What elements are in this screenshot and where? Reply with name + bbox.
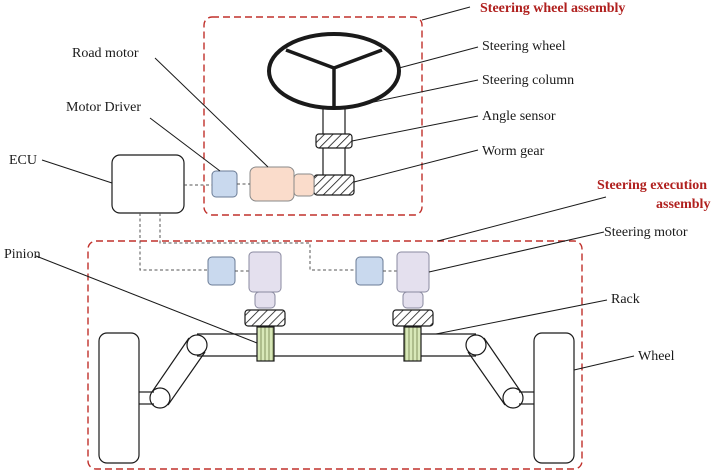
steering-wheel	[267, 32, 401, 110]
motor-driver-right	[355, 256, 384, 286]
label-steering-execution-line1: Steering execution	[597, 178, 707, 193]
label-steering-execution-line2: assembly	[656, 197, 710, 212]
leader-rack	[435, 299, 608, 335]
label-rack: Rack	[611, 292, 640, 307]
label-steering-wheel: Steering wheel	[482, 39, 566, 54]
right-linkage	[465, 334, 535, 409]
label-steering-column: Steering column	[482, 73, 574, 88]
worm-gear-left	[244, 309, 286, 327]
steering-wheel-assembly-box	[203, 16, 423, 216]
leader-steering-wheel-assembly	[421, 6, 471, 21]
pinion-left	[256, 326, 275, 362]
steering-motor-right	[396, 251, 430, 293]
leader-steering-wheel	[398, 46, 479, 69]
road-motor-shaft-housing	[293, 173, 315, 197]
leader-angle-sensor	[351, 115, 479, 142]
leader-steering-execution	[437, 196, 607, 242]
steering-motor-right-neck	[402, 291, 424, 309]
rack-bar	[197, 333, 476, 357]
steering-motor-left-neck	[254, 291, 276, 309]
label-angle-sensor: Angle sensor	[482, 109, 556, 124]
motor-driver-upper	[211, 170, 238, 198]
leader-ecu	[41, 159, 113, 184]
label-wheel: Wheel	[638, 349, 675, 364]
steering-motor-left	[248, 251, 282, 293]
leader-road-motor	[154, 57, 269, 168]
label-steering-wheel-assembly: Steering wheel assembly	[480, 1, 625, 16]
motor-driver-left	[207, 256, 236, 286]
label-pinion: Pinion	[4, 247, 41, 262]
pinion-right	[403, 326, 422, 362]
label-steering-motor: Steering motor	[604, 225, 688, 240]
ecu-box	[111, 154, 185, 214]
ecu-to-right-driver-signal	[159, 213, 356, 271]
leader-worm-gear	[353, 149, 479, 183]
leader-motor-driver	[149, 117, 221, 172]
leader-wheel	[573, 355, 635, 371]
wheel-right	[533, 332, 575, 464]
steering-execution-assembly-box	[87, 240, 583, 470]
road-motor	[249, 166, 295, 202]
label-worm-gear: Worm gear	[482, 144, 545, 159]
leader-steering-motor	[428, 231, 605, 273]
leader-steering-column	[344, 79, 479, 109]
left-linkage	[138, 334, 208, 409]
label-road-motor: Road motor	[72, 46, 139, 61]
worm-gear	[313, 174, 355, 196]
angle-sensor	[315, 133, 353, 149]
label-ecu: ECU	[9, 153, 37, 168]
label-motor-driver: Motor Driver	[66, 100, 141, 115]
wheel-left	[98, 332, 140, 464]
worm-gear-right	[392, 309, 434, 327]
ecu-to-left-driver-signal	[139, 213, 208, 271]
leader-pinion	[35, 255, 258, 344]
